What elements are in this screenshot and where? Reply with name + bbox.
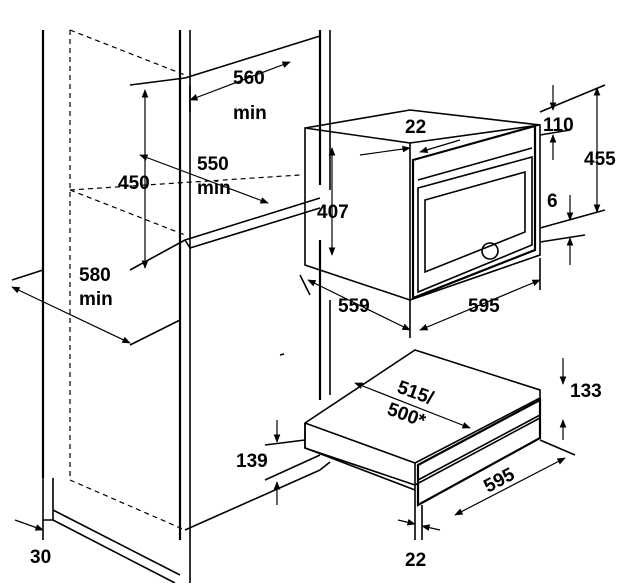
- ext-450-top: [129, 77, 186, 86]
- oven-top-right: [409, 124, 541, 144]
- dim-line-560: [189, 61, 291, 101]
- label-133: 133: [570, 381, 602, 402]
- plinth-left: [42, 478, 54, 521]
- dimension-labels: 560 min 550 min 450 580 min 30 22 110 45…: [30, 68, 616, 571]
- oven-window: [424, 170, 526, 274]
- warming-drawer: [304, 349, 542, 507]
- label-22-top: 22: [405, 117, 426, 138]
- drawer-front: [416, 398, 542, 507]
- ext-559-left: [299, 274, 311, 296]
- lower-shelf: [184, 469, 321, 531]
- ext-595-drawer: [539, 439, 576, 456]
- niche-bottom-front2: [189, 207, 321, 249]
- niche-bottom-front: [184, 197, 321, 241]
- cabinet-dimensions: [11, 61, 291, 540]
- ext-580-right: [129, 319, 181, 346]
- dim-line-595-oven: [419, 279, 541, 331]
- label-6: 6: [547, 191, 558, 212]
- niche-back-dashed: [69, 174, 301, 191]
- oven-outline: [304, 109, 541, 301]
- label-595-oven: 595: [468, 296, 500, 317]
- label-22-bottom: 22: [405, 550, 426, 571]
- plinth-floor: [52, 519, 176, 584]
- dim-line-22-bottom-b: [421, 524, 441, 531]
- niche-bottom-dashed: [69, 189, 186, 236]
- mark-dot: [279, 353, 285, 356]
- dim-line-595-drawer: [454, 457, 566, 516]
- plinth-base: [52, 509, 181, 576]
- label-30: 30: [30, 547, 51, 568]
- oven-dimensions: [299, 84, 606, 338]
- label-580: 580: [79, 265, 111, 286]
- lower-dashed: [69, 479, 186, 531]
- dim-line-515: [354, 382, 471, 429]
- label-560-min: min: [233, 103, 267, 124]
- dim-line-22-top: [359, 145, 411, 156]
- ext-580-left: [11, 269, 44, 281]
- dim-line-30: [14, 519, 44, 531]
- drawer-side: [304, 423, 416, 491]
- ext-450-bottom: [129, 239, 186, 271]
- dim-line-550: [139, 154, 269, 204]
- dim-line-22-bottom-a: [397, 518, 416, 526]
- label-110: 110: [543, 115, 574, 136]
- label-559: 559: [338, 296, 370, 317]
- dim-line-559: [307, 279, 411, 331]
- label-550-min: min: [197, 178, 231, 199]
- label-139: 139: [236, 451, 268, 472]
- label-580-min: min: [79, 289, 113, 310]
- drawer-front-line: [417, 414, 541, 481]
- label-407: 407: [317, 202, 349, 223]
- ext-139-top: [264, 439, 306, 446]
- drawer-dimensions: [264, 358, 576, 540]
- lower-corner: [319, 461, 331, 471]
- dim-line-580: [11, 286, 131, 344]
- ext-6: [539, 234, 586, 243]
- oven-door: [411, 124, 537, 300]
- oven-knob: [481, 242, 499, 260]
- niche-bottom-corner: [184, 239, 191, 249]
- label-550: 550: [197, 154, 229, 175]
- label-455: 455: [584, 149, 616, 170]
- oven: [304, 109, 541, 301]
- label-450: 450: [118, 173, 150, 194]
- oven-top-front: [304, 127, 411, 144]
- oven-control-strip: [417, 147, 533, 181]
- ext-139-bottom: [264, 454, 321, 481]
- oven-door-frame: [417, 155, 533, 294]
- ext-110-top: [539, 84, 606, 113]
- label-560: 560: [233, 68, 265, 89]
- dim-line-22-top-b: [419, 139, 461, 154]
- drawer-top-edge: [304, 397, 541, 464]
- ext-455-bottom: [539, 209, 606, 229]
- niche-top-dashed: [69, 29, 186, 76]
- ext-110-bottom: [539, 129, 571, 136]
- label-595-drawer: 595: [480, 464, 518, 498]
